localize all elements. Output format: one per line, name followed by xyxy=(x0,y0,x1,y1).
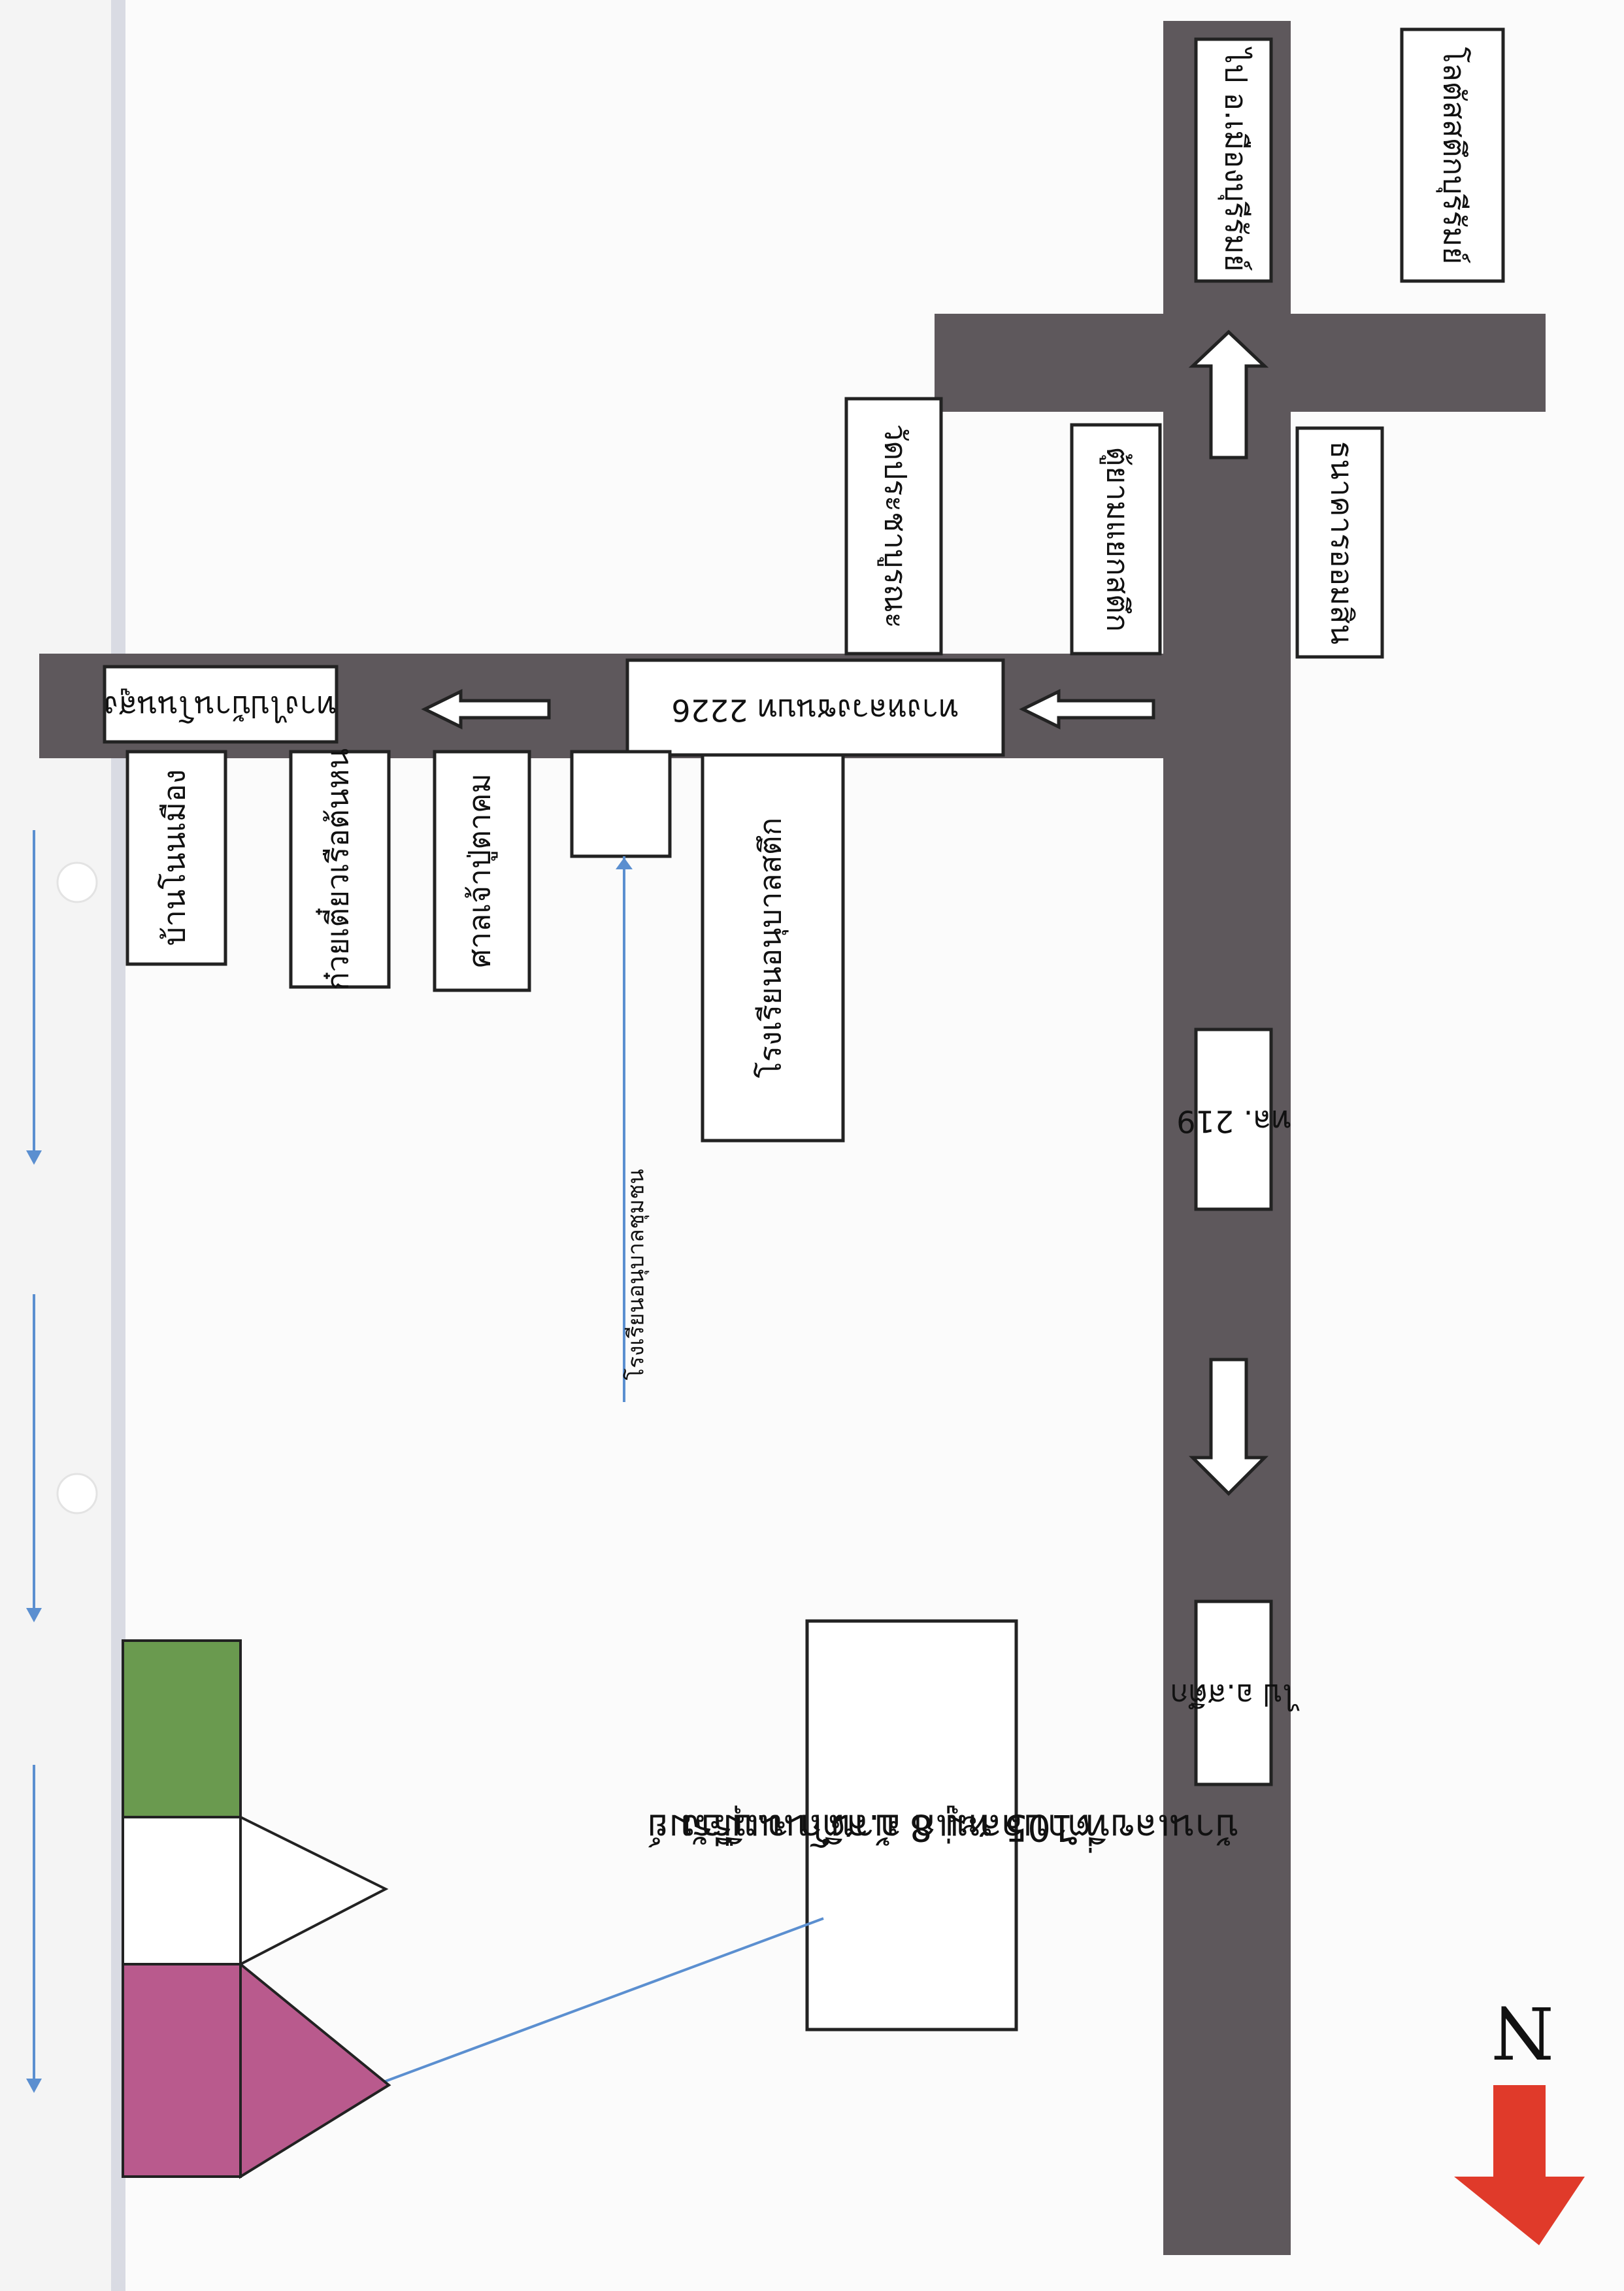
house-drawing xyxy=(122,1639,391,2179)
anuban-school-text: โรงเรียนอนุบาลสตึก xyxy=(753,818,789,1079)
shrine-text: ศาลเจ้าปู่ตาคม xyxy=(462,773,498,968)
police-box-label: ตู้ยามแยกสตึก xyxy=(1070,423,1162,656)
house-white-roof xyxy=(239,1814,389,1967)
to-ban-non-sung-text: ทางไปบ้านโนนสูง xyxy=(104,689,337,725)
rural-road-2226-text: ทางหลวงชนบท 2226 xyxy=(671,693,958,728)
margin-arrows xyxy=(26,830,42,2093)
school-marker-box xyxy=(570,750,672,858)
arrow-down-to-satuek xyxy=(1188,1358,1269,1496)
anuban-school-label: โรงเรียนอนุบาลสตึก xyxy=(701,753,845,1143)
arrow-left-2226-1 xyxy=(1019,688,1155,730)
house-pointer-line xyxy=(339,1917,824,2099)
house-magenta-roof xyxy=(239,1961,391,2179)
binder-hole-2 xyxy=(56,1473,98,1514)
to-mueang-buriram-text: ไป อ.เมืองบุรีรัมย์ xyxy=(1218,46,1254,271)
arrow-up-to-mueang xyxy=(1188,329,1269,460)
school-pointer-head xyxy=(616,858,633,869)
house-line-1: บ้านเลขที่ 105 หมู่ 8 บ้านโนนเมือง xyxy=(683,1805,1238,1853)
shrine-label: ศาลเจ้าปู่ตาคม xyxy=(433,750,531,992)
rural-road-2226-label: ทางหลวงชนบท 2226 xyxy=(625,658,1005,757)
house-address-label: บ้านเลขที่ 105 หมู่ 8 บ้านโนนเมือง ตำบลส… xyxy=(647,1619,1238,2032)
north-indicator: N xyxy=(1454,1990,1585,2245)
ban-non-mueang-label: บ้านโนนเมือง xyxy=(125,750,227,966)
wat-text: วัดประชาบูรณะ xyxy=(878,424,914,629)
ban-non-mueang-text: บ้านโนนเมือง xyxy=(157,769,192,946)
house-green-block xyxy=(122,1639,242,1818)
bank-label: ธนาคารออมสิน xyxy=(1295,426,1384,659)
school-marker-text: โรงเรียนอนุบาลชุมชน xyxy=(623,1169,650,1380)
highway-219-label: ทล. 219 xyxy=(1176,1028,1291,1211)
lotus-label: โลตัสสตึกบุรีรัมย์ xyxy=(1400,27,1505,283)
noodle-shop-text: ก๋วยเตี๋ยวเรือต้นหน xyxy=(315,748,355,990)
binder-hole-1 xyxy=(56,861,98,903)
wat-label: วัดประชาบูรณะ xyxy=(844,397,943,656)
house-line-2: ตำบลสะแก อ.สตึก จ.บุรีรัมย์ xyxy=(647,1805,1091,1848)
noodle-shop-label: ก๋วยเตี๋ยวเรือต้นหน xyxy=(289,748,391,990)
police-box-text: ตู้ยามแยกสตึก xyxy=(1100,446,1136,631)
to-satuek-text: ไป อ.สตึก xyxy=(1170,1678,1300,1713)
highway-219-text: ทล. 219 xyxy=(1176,1104,1291,1139)
north-letter: N xyxy=(1491,1990,1554,2074)
to-ban-non-sung-label: ทางไปบ้านโนนสูง xyxy=(103,665,339,744)
binder-strip xyxy=(0,0,124,2291)
bank-text: ธนาคารออมสิน xyxy=(1325,441,1360,644)
arrow-left-2226-2 xyxy=(421,688,551,730)
to-mueang-buriram-label: ไป อ.เมืองบุรีรัมย์ xyxy=(1194,37,1273,283)
house-white-block xyxy=(122,1816,242,1965)
direction-arrows xyxy=(421,329,1269,1496)
to-satuek-label: ไป อ.สตึก xyxy=(1170,1599,1301,1786)
lotus-text: โลตัสสตึกบุรีรัมย์ xyxy=(1436,47,1472,265)
north-arrow-icon xyxy=(1454,2085,1585,2245)
house-magenta-block xyxy=(122,1963,242,2178)
